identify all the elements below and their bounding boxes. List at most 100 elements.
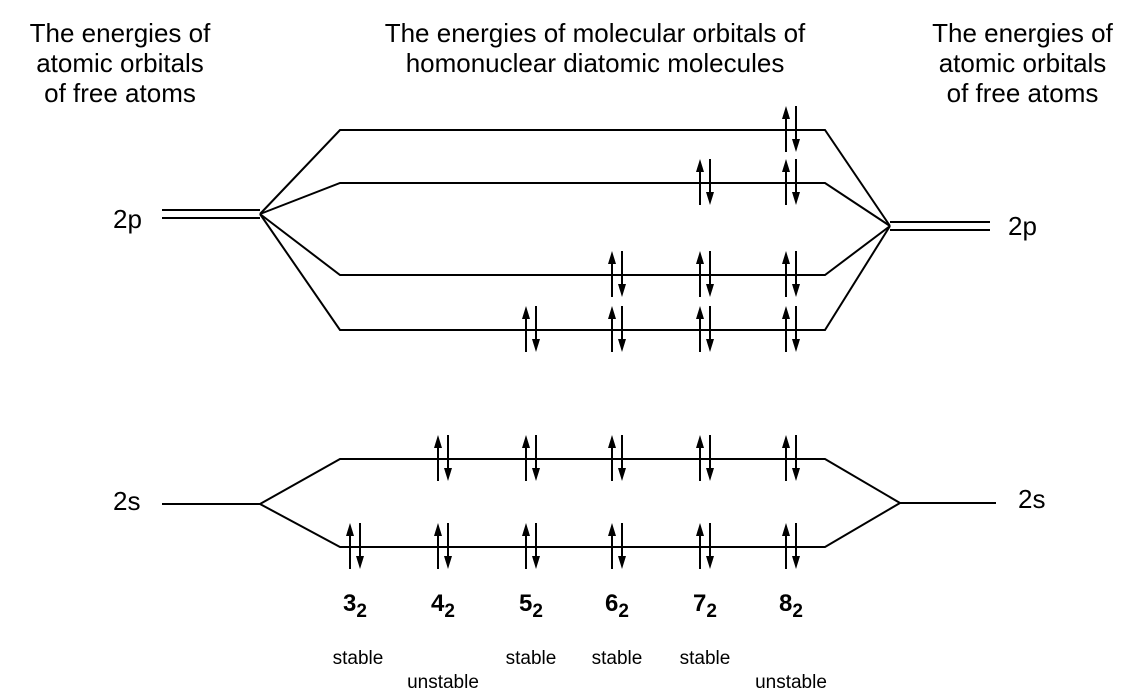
electron-pair	[608, 523, 626, 569]
spin-down-arrowhead	[706, 556, 714, 569]
right-heading: The energies of atomic orbitals of free …	[910, 18, 1135, 108]
molecule-subscript: 2	[706, 601, 717, 622]
spin-up-arrowhead	[608, 306, 616, 319]
spin-down-arrowhead	[792, 339, 800, 352]
left-heading-line: The energies of	[29, 18, 211, 48]
mo-level-6	[259, 129, 891, 227]
molecule-subscript: 2	[618, 601, 629, 622]
left-heading: The energies of atomic orbitals of free …	[0, 18, 240, 108]
electron-pair	[522, 523, 540, 569]
electron-pair	[608, 435, 626, 481]
spin-down-arrowhead	[618, 284, 626, 297]
molecule-subscript: 2	[444, 601, 455, 622]
molecule-subscript: 2	[532, 601, 543, 622]
spin-down-arrowhead	[618, 468, 626, 481]
mo-level-1	[259, 502, 901, 548]
electron-pair	[346, 523, 364, 569]
line-layer	[162, 129, 996, 548]
right-heading-line: The energies of	[932, 18, 1113, 48]
molecule-number: 8	[779, 590, 793, 617]
atomic-2s-right-label: 2s	[1018, 484, 1046, 514]
spin-up-arrowhead	[696, 523, 704, 536]
spin-down-arrowhead	[706, 339, 714, 352]
stability-label: unstable	[407, 672, 479, 693]
center-heading: The energies of molecular orbitals of ho…	[330, 18, 860, 78]
spin-down-arrowhead	[444, 468, 452, 481]
spin-up-arrowhead	[782, 159, 790, 172]
spin-down-arrowhead	[706, 468, 714, 481]
stability-label: stable	[679, 648, 731, 669]
electron-pair	[696, 159, 714, 205]
electron-pair	[696, 306, 714, 352]
spin-up-arrowhead	[434, 435, 442, 448]
spin-up-arrowhead	[782, 523, 790, 536]
mo-level-3	[259, 213, 891, 331]
spin-down-arrowhead	[792, 192, 800, 205]
electron-pair	[782, 306, 800, 352]
electron-pair	[782, 435, 800, 481]
spin-up-arrowhead	[608, 435, 616, 448]
electron-pair	[696, 251, 714, 297]
arrow-layer	[346, 106, 800, 569]
electron-pair	[434, 435, 452, 481]
molecule-label: 42	[431, 590, 455, 621]
spin-down-arrowhead	[792, 556, 800, 569]
electron-pair	[434, 523, 452, 569]
spin-up-arrowhead	[522, 435, 530, 448]
spin-up-arrowhead	[782, 306, 790, 319]
mo-level-4	[259, 213, 891, 276]
electron-pair	[782, 523, 800, 569]
stability-label: unstable	[755, 672, 827, 693]
molecule-label: 82	[779, 590, 803, 621]
spin-down-arrowhead	[792, 139, 800, 152]
spin-up-arrowhead	[608, 251, 616, 264]
left-heading-line: atomic orbitals	[36, 48, 204, 78]
electron-pair	[522, 435, 540, 481]
spin-up-arrowhead	[696, 159, 704, 172]
spin-up-arrowhead	[434, 523, 442, 536]
spin-down-arrowhead	[532, 556, 540, 569]
electron-pair	[608, 251, 626, 297]
stability-label: stable	[505, 648, 557, 669]
spin-up-arrowhead	[782, 106, 790, 119]
mo-level-5	[259, 182, 891, 227]
electron-pair	[782, 159, 800, 205]
molecule-number: 6	[605, 590, 619, 617]
spin-up-arrowhead	[696, 251, 704, 264]
spin-down-arrowhead	[356, 556, 364, 569]
left-heading-line: of free atoms	[44, 78, 196, 108]
molecule-subscript: 2	[792, 601, 803, 622]
spin-down-arrowhead	[618, 556, 626, 569]
spin-down-arrowhead	[706, 284, 714, 297]
spin-down-arrowhead	[792, 284, 800, 297]
molecule-label: 62	[605, 590, 629, 621]
stability-label: stable	[332, 648, 384, 669]
molecule-subscript: 2	[356, 601, 367, 622]
atomic-2s-left-label: 2s	[113, 486, 141, 516]
center-heading-line: The energies of molecular orbitals of	[384, 18, 806, 48]
spin-down-arrowhead	[444, 556, 452, 569]
spin-down-arrowhead	[532, 468, 540, 481]
spin-down-arrowhead	[706, 192, 714, 205]
spin-up-arrowhead	[608, 523, 616, 536]
atomic-2p-right-label: 2p	[1008, 211, 1037, 241]
spin-up-arrowhead	[782, 251, 790, 264]
spin-down-arrowhead	[792, 468, 800, 481]
spin-up-arrowhead	[346, 523, 354, 536]
electron-pair	[696, 435, 714, 481]
spin-up-arrowhead	[696, 306, 704, 319]
molecule-number: 4	[431, 590, 445, 617]
spin-up-arrowhead	[782, 435, 790, 448]
molecule-label: 52	[519, 590, 543, 621]
molecule-label: 32	[343, 590, 367, 621]
stability-label: stable	[591, 648, 643, 669]
electron-pair	[782, 251, 800, 297]
center-heading-line: homonuclear diatomic molecules	[405, 48, 785, 78]
right-heading-line: atomic orbitals	[938, 48, 1107, 78]
electron-pair	[608, 306, 626, 352]
spin-up-arrowhead	[696, 435, 704, 448]
electron-pair	[696, 523, 714, 569]
molecule-label: 72	[693, 590, 717, 621]
